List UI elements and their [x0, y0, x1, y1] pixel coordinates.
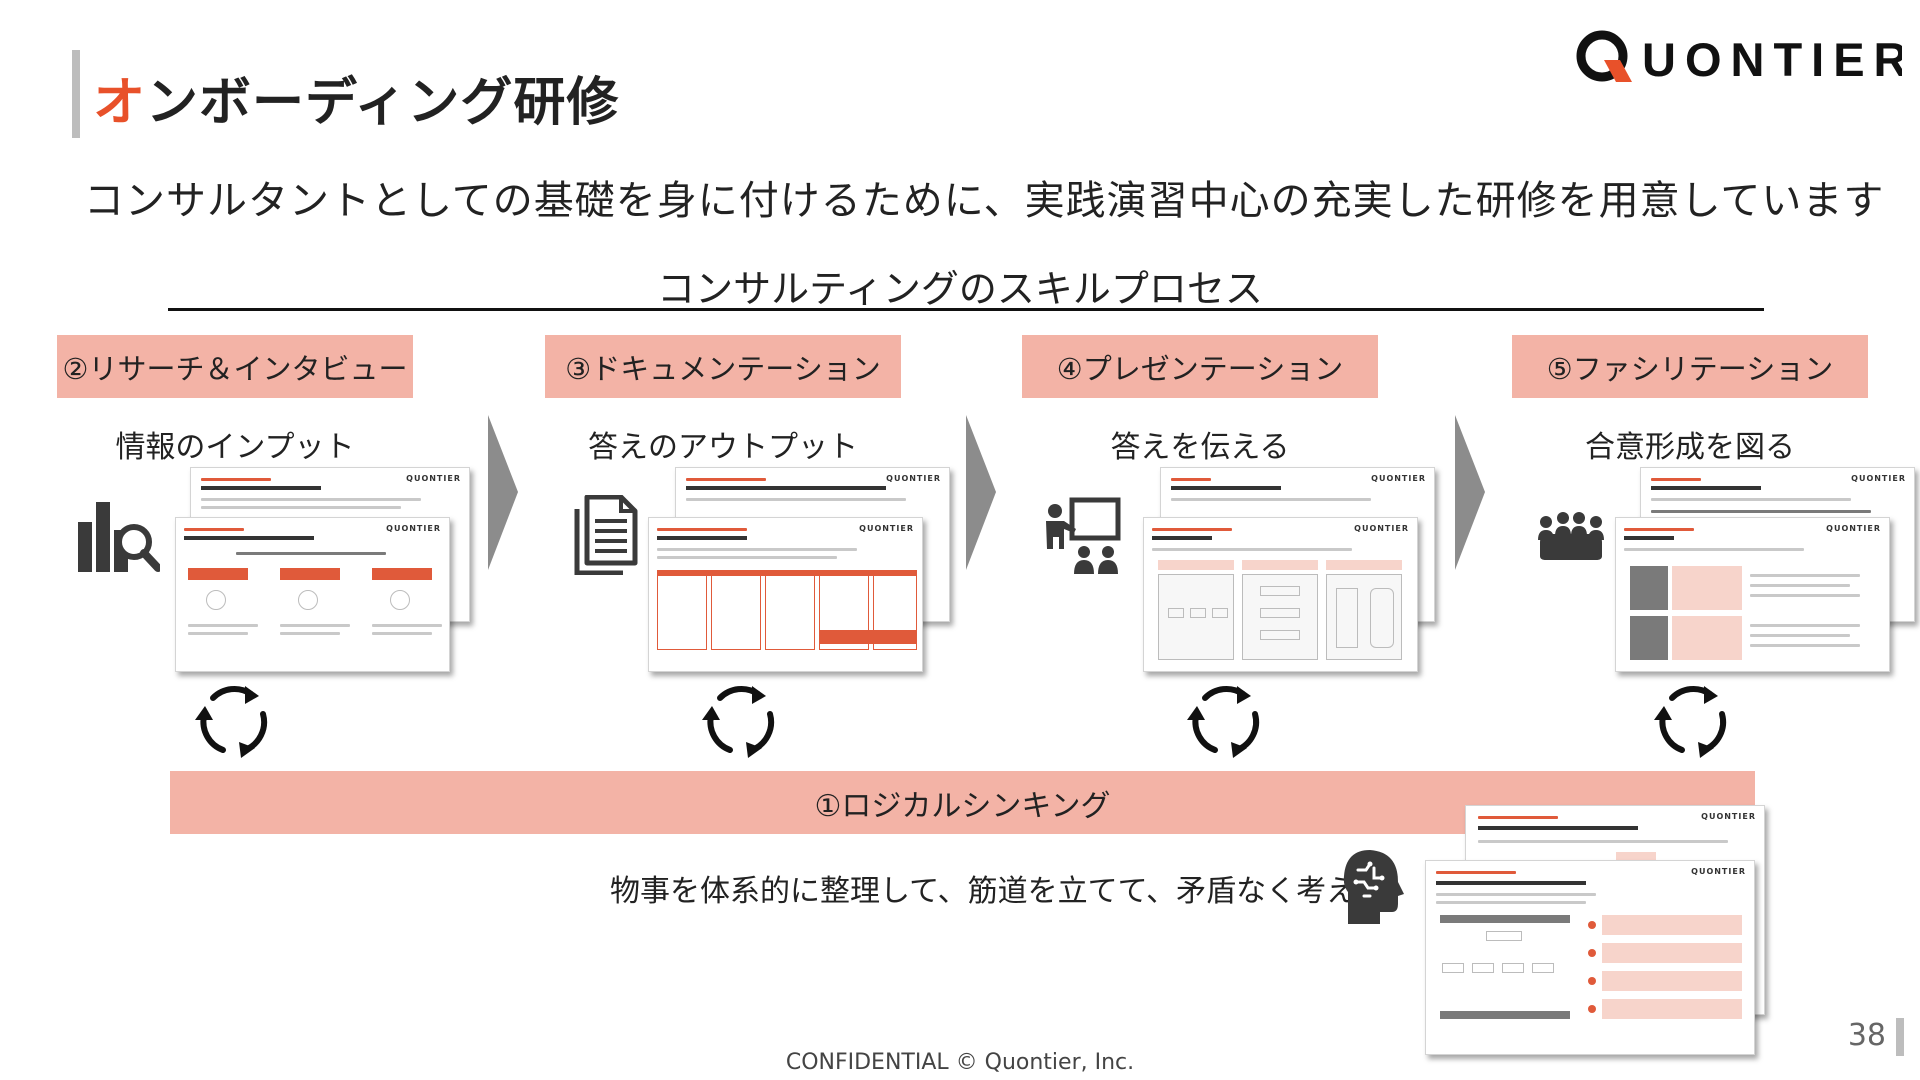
mini-logo: QUONTIER — [859, 524, 914, 533]
cycle-arrows-icon — [195, 686, 268, 758]
brain-head-icon — [1343, 850, 1404, 924]
mini-logo: QUONTIER — [1354, 524, 1409, 533]
stage-label-presentation: ④プレゼンテーション — [1022, 335, 1378, 398]
chevron-right-icon — [488, 415, 518, 570]
mini-logo: QUONTIER — [1826, 524, 1881, 533]
cycle-arrows-icon — [702, 686, 775, 758]
presentation-icon — [1046, 497, 1121, 574]
page-number-bar — [1896, 1018, 1904, 1056]
subtitle: コンサルタントとしての基礎を身に付けるために、実践演習中心の充実した研修を用意し… — [84, 178, 1885, 224]
logical-thinking-label: ①ロジカルシンキング — [814, 788, 1111, 824]
slide-thumbnail: QUONTIER — [1425, 860, 1755, 1055]
title-accent-bar — [72, 50, 80, 138]
stage-label-facilitation: ⑤ファシリテーション — [1512, 335, 1868, 398]
stage-label-documentation: ③ドキュメンテーション — [545, 335, 901, 398]
mini-logo: QUONTIER — [1851, 474, 1906, 483]
mini-logo: QUONTIER — [406, 474, 461, 483]
stage-research: ②リサーチ＆インタビュー 情報のインプット — [57, 335, 413, 465]
mini-logo: QUONTIER — [1701, 812, 1756, 821]
slide-thumbnail: QUONTIER — [175, 517, 450, 672]
logo-wordmark: UONTIER — [1642, 33, 1902, 86]
stage-desc-documentation: 答えのアウトプット — [588, 430, 858, 465]
slide-thumbnail: QUONTIER — [648, 517, 923, 672]
mini-logo: QUONTIER — [1371, 474, 1426, 483]
document-icon — [574, 495, 638, 575]
mini-logo: QUONTIER — [1691, 867, 1746, 876]
stage-desc-facilitation: 合意形成を図る — [1585, 430, 1795, 465]
mini-logo: QUONTIER — [886, 474, 941, 483]
chevron-right-icon — [966, 415, 996, 570]
chevron-right-icon — [1455, 415, 1485, 570]
cycle-arrows-icon — [1654, 686, 1727, 758]
quontier-logo: UONTIER — [1572, 24, 1902, 94]
stage-desc-presentation: 答えを伝える — [1110, 430, 1290, 465]
logo-q-mark — [1576, 30, 1632, 82]
confidential-footer: CONFIDENTIAL © Quontier, Inc. — [785, 1050, 1135, 1075]
mini-logo: QUONTIER — [386, 524, 441, 533]
stage-label-research: ②リサーチ＆インタビュー — [57, 335, 413, 398]
research-icon — [78, 502, 160, 572]
page-title: オンボーディング研修 — [93, 60, 619, 135]
slide-thumbnail: QUONTIER — [1615, 517, 1890, 672]
slide-thumbnail: QUONTIER — [1143, 517, 1418, 672]
process-title-underline — [168, 308, 1764, 311]
group-icon — [1538, 512, 1604, 560]
logical-thinking-desc: 物事を体系的に整理して、筋道を立てて、矛盾なく考える — [610, 874, 1386, 909]
page-title-accent: オ — [93, 73, 147, 133]
page-title-rest: ンボーディング研修 — [146, 73, 620, 133]
cycle-arrows-icon — [1187, 686, 1260, 758]
stage-presentation: ④プレゼンテーション 答えを伝える — [1022, 335, 1378, 465]
page-number: 38 — [1847, 1018, 1886, 1053]
stage-documentation: ③ドキュメンテーション 答えのアウトプット — [545, 335, 901, 465]
stage-facilitation: ⑤ファシリテーション 合意形成を図る — [1512, 335, 1868, 465]
process-title: コンサルティングのスキルプロセス — [657, 267, 1263, 311]
stage-desc-research: 情報のインプット — [115, 430, 355, 465]
